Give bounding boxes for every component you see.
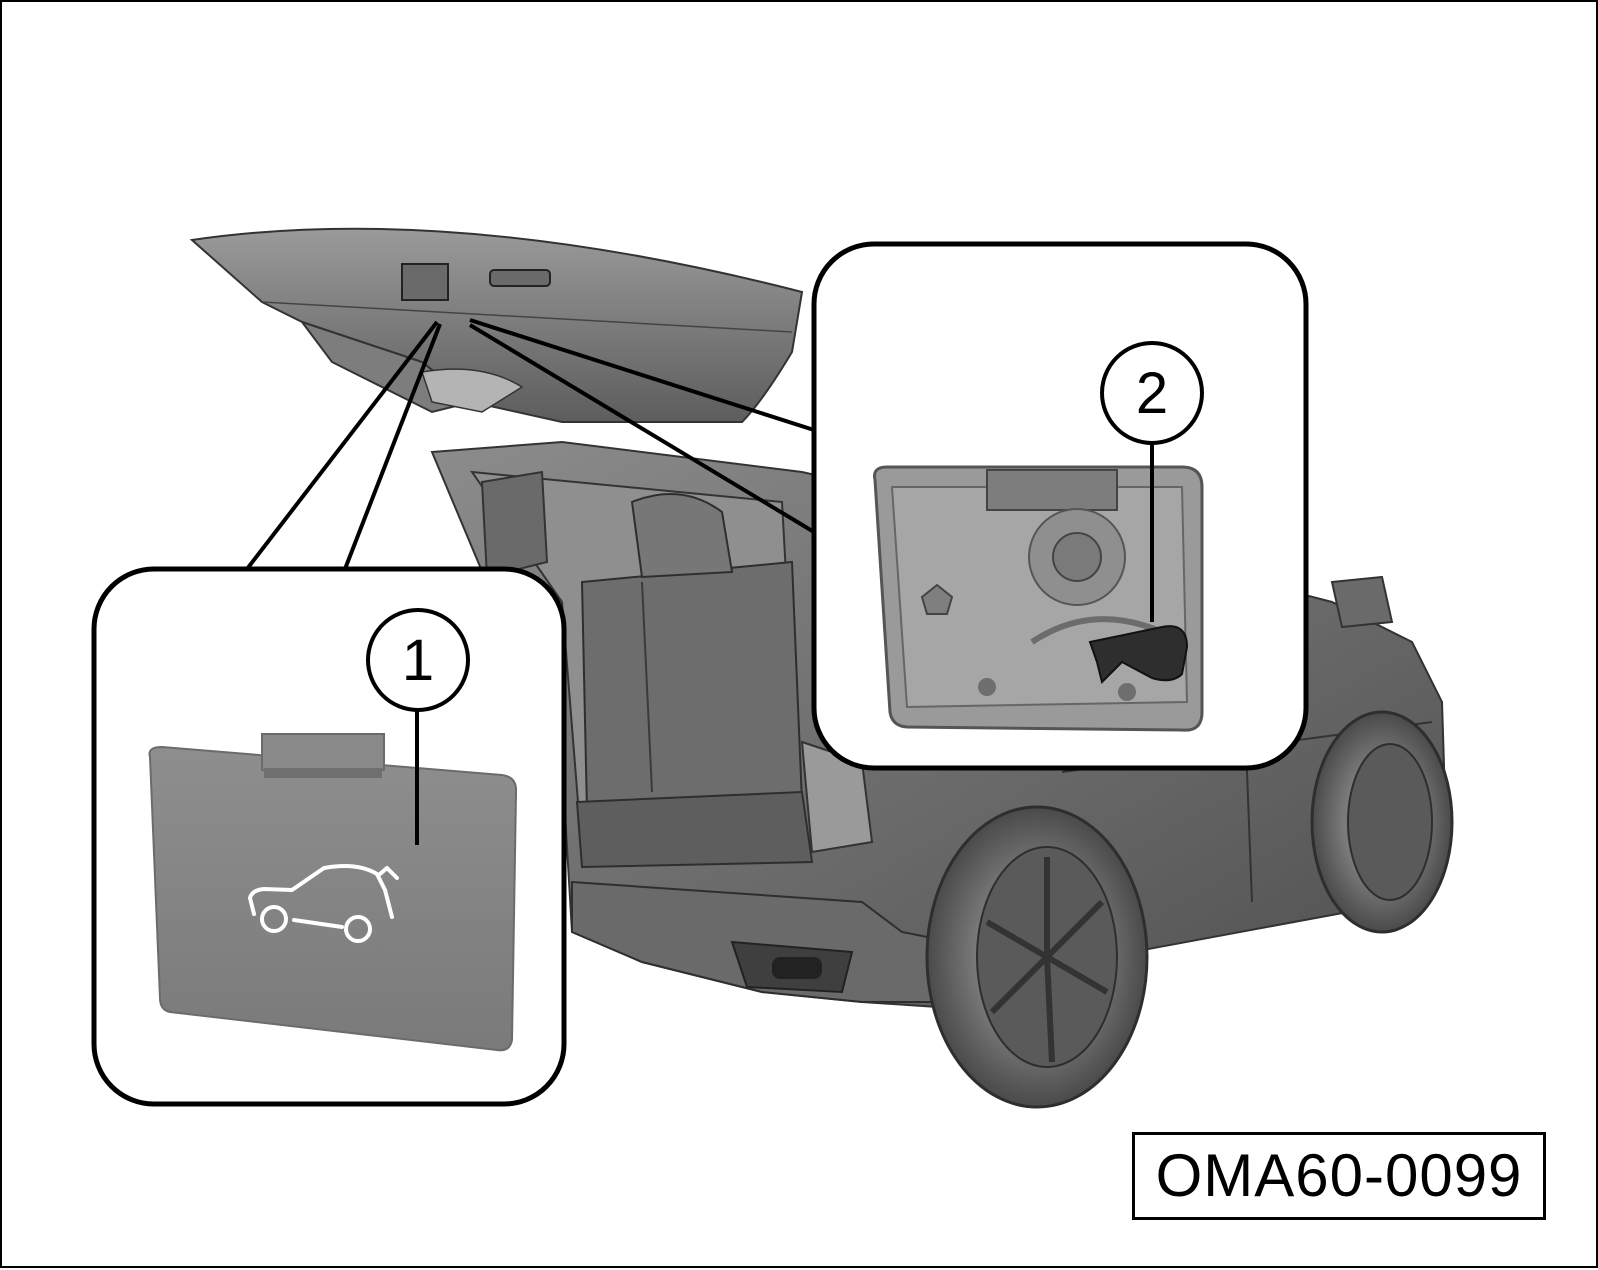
leader-lines xyxy=(245,318,816,571)
inset-open-cover: 2 xyxy=(811,241,1309,771)
release-handle xyxy=(1088,625,1189,684)
open-tailgate xyxy=(189,227,804,423)
callout-2-number: 2 xyxy=(1136,361,1168,426)
figure-code: OMA60-0099 xyxy=(1132,1132,1546,1220)
callout-1: 1 xyxy=(366,608,470,712)
front-wheel xyxy=(1310,710,1454,934)
callout-1-number: 1 xyxy=(402,628,434,693)
inset-closed-cover: 1 xyxy=(91,566,567,1107)
car-tailgate-open-icon xyxy=(248,864,399,943)
cover-panel xyxy=(148,733,518,1052)
callout-2: 2 xyxy=(1100,341,1204,445)
rear-wheel xyxy=(925,805,1149,1109)
